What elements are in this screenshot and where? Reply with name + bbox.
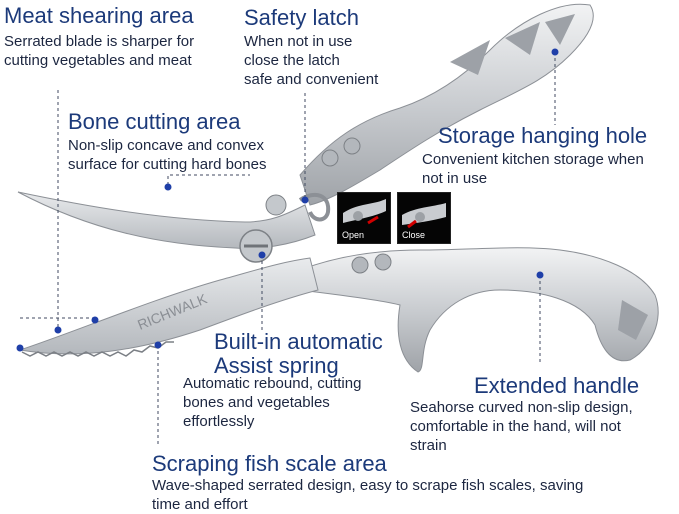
leader-lines bbox=[20, 52, 556, 445]
handle-cutout-2 bbox=[505, 22, 540, 55]
safety-latch-hook bbox=[298, 192, 331, 222]
storage-hole-title: Storage hanging hole bbox=[438, 123, 648, 148]
upper-blade bbox=[17, 191, 316, 249]
lower-handle bbox=[299, 247, 659, 373]
close-latch-inset: Close bbox=[397, 192, 451, 244]
latch-knob bbox=[265, 194, 287, 216]
upper-handle-rivet-2 bbox=[343, 137, 361, 155]
handle-cutout-1 bbox=[450, 40, 490, 75]
serrated-edge bbox=[21, 341, 174, 357]
upper-handle bbox=[299, 3, 594, 206]
fish-scale-title: Scraping fish scale area bbox=[152, 451, 387, 476]
safety-latch-desc: When not in use close the latch safe and… bbox=[244, 33, 379, 88]
open-latch-image bbox=[338, 193, 390, 243]
assist-spring-title: Built-in automatic Assist spring bbox=[214, 329, 383, 378]
meat-shearing-title: Meat shearing area bbox=[4, 3, 194, 28]
callout-markers bbox=[16, 48, 559, 352]
open-label: Open bbox=[342, 230, 365, 240]
lower-blade bbox=[19, 257, 319, 355]
bone-cutting-desc: Non-slip concave and convex surface for … bbox=[68, 137, 267, 173]
extended-handle-desc: Seahorse curved non-slip design, comfort… bbox=[410, 399, 633, 454]
lower-handle-rivet-1 bbox=[351, 256, 369, 274]
storage-hole-desc: Convenient kitchen storage when not in u… bbox=[422, 151, 644, 187]
open-latch-inset: Open bbox=[337, 192, 391, 244]
meat-shearing-desc: Serrated blade is sharper for cutting ve… bbox=[4, 33, 195, 69]
extended-handle-title: Extended handle bbox=[474, 373, 640, 398]
lower-handle-hole bbox=[618, 300, 648, 340]
handle-cutout-3 bbox=[545, 14, 575, 45]
fish-scale-desc: Wave-shaped serrated design, easy to scr… bbox=[152, 477, 584, 513]
close-label: Close bbox=[402, 230, 426, 240]
bone-cutting-title: Bone cutting area bbox=[68, 109, 241, 134]
assist-spring-desc: Automatic rebound, cutting bones and veg… bbox=[183, 375, 362, 430]
lower-handle-rivet-2 bbox=[374, 253, 392, 271]
safety-latch-title: Safety latch bbox=[244, 5, 359, 30]
close-latch-image bbox=[398, 193, 450, 243]
upper-handle-rivet-1 bbox=[321, 149, 339, 167]
